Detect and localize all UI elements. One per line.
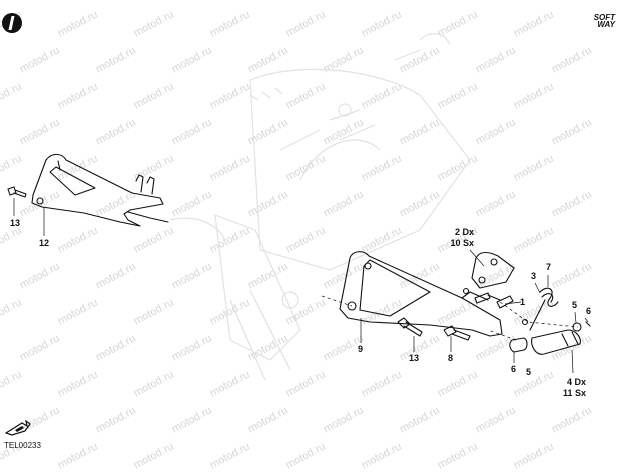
bolt-8 (443, 325, 471, 341)
callout-9: 9 (358, 344, 364, 354)
callout-5-top: 5 (572, 300, 578, 310)
clip-6 (585, 321, 591, 327)
callout-11-sx: 11 Sx (562, 388, 586, 398)
mid-bolt-13 (397, 317, 423, 337)
pin-1 (474, 292, 501, 304)
circle-logo-icon (2, 13, 22, 33)
callout-2-dx: 2 Dx (454, 227, 474, 237)
drawing-code: TEL00233 (4, 441, 41, 450)
callout-8: 8 (448, 353, 454, 363)
pin-1b (496, 295, 514, 309)
spring-7 (529, 287, 559, 331)
callout-7: 7 (546, 262, 552, 272)
callout-13-left: 13 (10, 218, 21, 228)
main-footpeg-bracket (339, 251, 503, 337)
callout-10-sx: 10 Sx (450, 238, 474, 248)
callout-4-dx: 4 Dx (566, 377, 586, 387)
callout-5-bottom: 5 (526, 367, 532, 377)
leader-lines (13, 198, 589, 374)
footpeg-4 (531, 329, 581, 355)
heel-guard-plate (471, 251, 515, 289)
ghost-frame (169, 33, 471, 381)
callout-1: 1 (520, 297, 526, 307)
callout-6-right: 6 (586, 306, 592, 316)
callout-13-mid: 13 (409, 353, 420, 363)
bushing-5 (509, 322, 582, 353)
softway-logo: SOFT WAY (593, 13, 615, 29)
callout-3: 3 (531, 271, 537, 281)
washer-small (462, 287, 470, 295)
assembly-axes (321, 295, 579, 341)
callout-6-bottom: 6 (511, 364, 517, 374)
logo-line-1: SOFT (593, 13, 615, 22)
left-footpeg-bracket (31, 153, 169, 227)
callout-12: 12 (39, 238, 50, 248)
left-bolt-13 (7, 186, 27, 198)
logo-line-2: WAY (597, 20, 615, 29)
direction-arrow-icon (5, 420, 31, 436)
